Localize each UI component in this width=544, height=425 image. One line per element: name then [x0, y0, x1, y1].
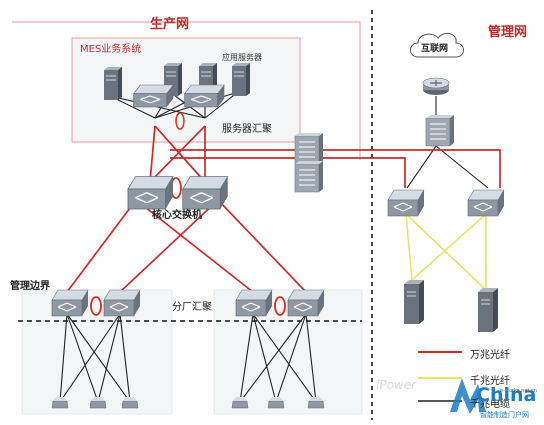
server-icon — [231, 62, 251, 97]
zone-title-production: 生产网 — [150, 17, 190, 32]
fiber-1g-links — [405, 213, 487, 291]
core-switch-label: 核心交换机 — [152, 210, 202, 221]
watermark-tagline: 智能制造门户网 — [480, 411, 529, 419]
legend-label-1g-cable: 千兆电缆 — [470, 399, 510, 410]
firewall-icon — [425, 114, 455, 147]
switch-icon — [235, 289, 273, 317]
watermark-faint: iPower — [376, 378, 417, 392]
mgmt-boundary-label: 管理边界 — [10, 281, 50, 292]
switch-icon — [51, 289, 89, 317]
firewall-icon — [294, 132, 324, 165]
production-zone-border — [12, 21, 361, 160]
switch-icon — [184, 84, 225, 108]
zone-title-management: 管理网 — [488, 25, 528, 40]
fiber-10g-links — [66, 125, 501, 293]
switch-icon — [127, 175, 174, 210]
server-aggregation-label: 服务器汇聚 — [222, 124, 272, 135]
switch-icon — [133, 84, 174, 108]
firewall-icon — [294, 160, 324, 193]
link-aggregation-icon — [274, 296, 286, 316]
cloud-icon — [410, 32, 464, 58]
branch-aggregation-label: 分厂汇聚 — [172, 302, 212, 313]
switch-icon — [182, 175, 229, 210]
link-aggregation-icon — [175, 112, 185, 130]
link-aggregation-icon — [90, 296, 102, 316]
mes-system-title: MES业务系统 — [80, 44, 142, 55]
legend-label-1g-fiber: 千兆光纤 — [470, 376, 510, 387]
switch-icon — [103, 289, 141, 317]
switch-icon — [467, 189, 505, 217]
router-icon — [422, 77, 450, 96]
watermark-logo-icon — [450, 378, 486, 414]
switch-icon — [287, 289, 325, 317]
watermark-brand: China — [476, 384, 537, 406]
watermark-domain: e-works.net.cn — [500, 388, 537, 394]
server-icon — [103, 66, 123, 101]
app-server-label: 应用服务器 — [222, 53, 262, 62]
switch-icon — [387, 189, 425, 217]
left-branch-zone-box — [21, 289, 173, 415]
internet-cloud-label: 互联网 — [421, 44, 449, 54]
server-icon — [477, 287, 499, 333]
server-icon — [403, 279, 425, 325]
legend-label-10g: 万兆光纤 — [470, 350, 510, 361]
